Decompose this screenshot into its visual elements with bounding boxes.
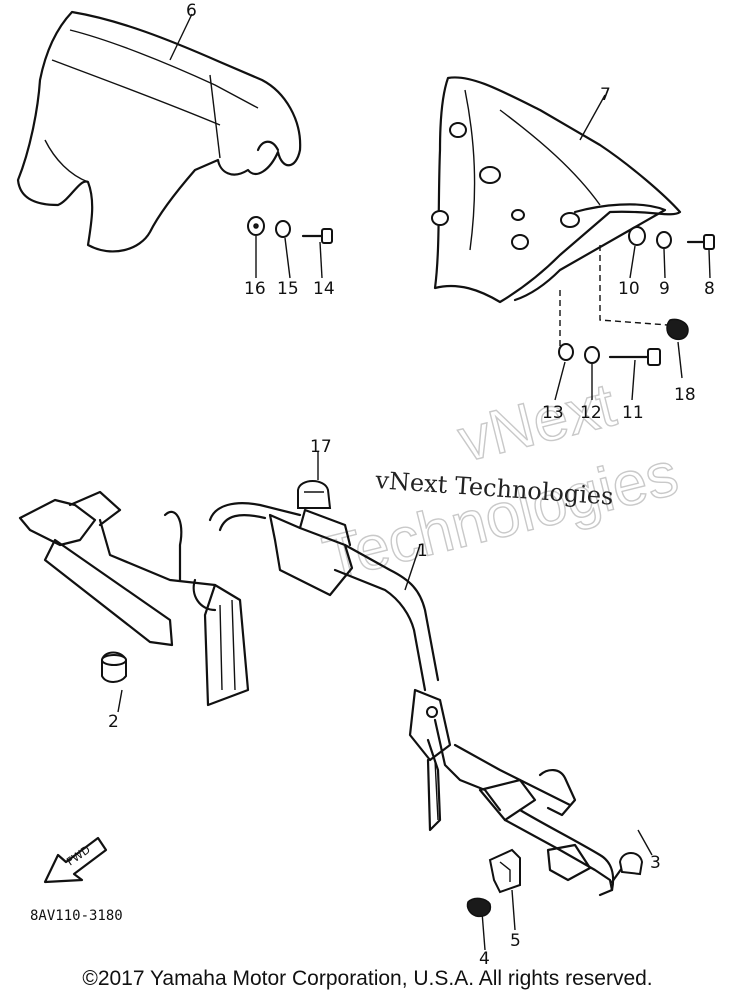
part-label-16: 16: [244, 279, 266, 299]
part-label-6: 6: [186, 1, 197, 21]
part-label-9: 9: [659, 279, 670, 299]
part-label-4: 4: [479, 949, 490, 969]
part-label-8: 8: [704, 279, 715, 299]
part-6-cover: [16, 10, 302, 253]
part-4-nut: [466, 897, 492, 918]
part-label-5: 5: [510, 931, 521, 951]
part-label-10: 10: [618, 279, 640, 299]
part-5-bracket: [488, 848, 521, 894]
bolt-14: [301, 228, 333, 244]
bolt-8: [686, 234, 715, 250]
part-17-clip: [297, 480, 332, 509]
bolt-11: [608, 348, 661, 366]
part-labels: 6 7 16 15 14 10 9 8 18 13 12 11 17 1 2 3…: [108, 1, 715, 969]
fwd-arrow-icon: FWD: [43, 836, 108, 884]
part-7-cover: [431, 76, 682, 304]
nut-18: [666, 318, 689, 341]
part-label-11: 11: [622, 403, 644, 423]
part-label-17: 17: [310, 437, 332, 457]
fwd-label: FWD: [64, 843, 92, 868]
leader-lines: [117, 13, 711, 951]
part-label-14: 14: [313, 279, 335, 299]
washers: [247, 216, 689, 364]
part-label-7: 7: [600, 85, 611, 105]
part-label-18: 18: [674, 385, 696, 405]
part-label-15: 15: [277, 279, 299, 299]
reference-code: 8AV110-3180: [30, 908, 123, 924]
part-label-2: 2: [108, 712, 119, 732]
copyright-notice: ©2017 Yamaha Motor Corporation, U.S.A. A…: [82, 967, 653, 990]
part-label-13: 13: [542, 403, 564, 423]
part-label-1: 1: [417, 541, 428, 561]
part-2-grommet: [101, 651, 127, 683]
part-label-12: 12: [580, 403, 602, 423]
part-1-frame: [18, 490, 615, 897]
part-label-3: 3: [650, 853, 661, 873]
part-3-bolt: [610, 852, 644, 884]
